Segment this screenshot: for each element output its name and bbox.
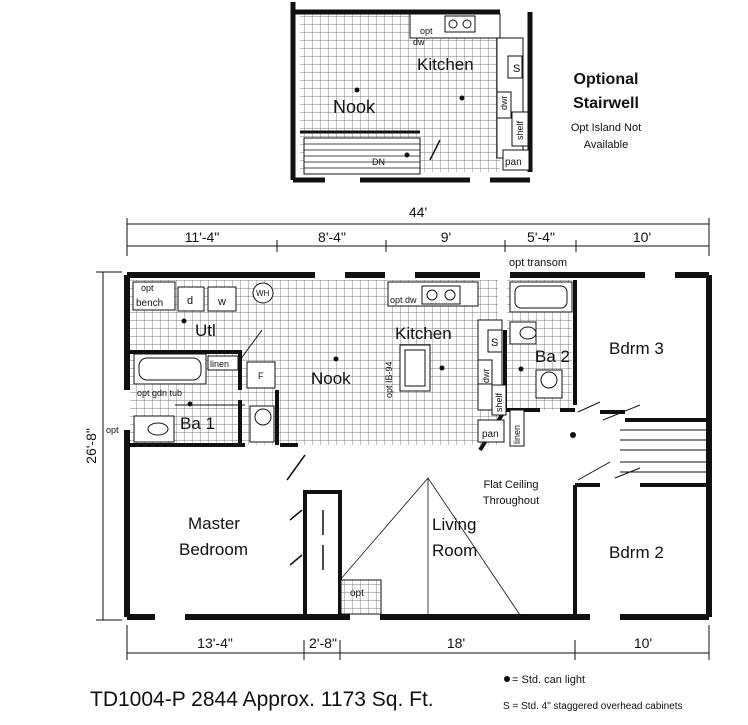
linen2-label: linen [512, 425, 522, 444]
top-dimension-lines [126, 218, 710, 256]
flat-ceiling-line2: Throughout [483, 495, 539, 507]
top-dim-5: 10' [633, 229, 651, 245]
overall-depth-dim: 26'-8" [83, 428, 99, 464]
bottom-dim-1: 13'-4" [197, 635, 233, 651]
legend-cabinets: S = Std. 4" staggered overhead cabinets [503, 701, 683, 712]
cabinet-s-label: S [491, 337, 498, 349]
opt-closet-tile [340, 579, 382, 615]
opt-transom-label: opt transom [509, 257, 567, 269]
dwr-label: dwr [481, 368, 491, 383]
inset-title-line2: Stairwell [573, 95, 639, 112]
bottom-dim-4: 10' [634, 635, 652, 651]
bottom-dim-2: 2'-8" [309, 635, 337, 651]
inset-note-line1: Opt Island Not [571, 122, 641, 134]
bottom-dim-3: 18' [447, 635, 465, 651]
exterior-walls [124, 272, 712, 620]
inset-dwr-label: dwr [499, 95, 509, 110]
overall-width-dim: 44' [409, 204, 427, 220]
room-nook: Nook [311, 369, 351, 388]
room-kitchen: Kitchen [395, 324, 452, 343]
kitchen-fixtures [387, 281, 507, 443]
opt-gdn-tub-label: opt gdn tub [137, 388, 182, 398]
inset-s-label: S [513, 63, 520, 75]
inset-dn-label: DN [372, 157, 385, 167]
nook-kitchen-tile-floor [278, 280, 498, 445]
room-master-line2: Bedroom [179, 540, 248, 559]
opt-closet-label: opt [350, 588, 364, 599]
top-dim-3: 9' [441, 229, 451, 245]
inset-note-line2: Available [584, 139, 628, 151]
opt-bench-label-2: bench [136, 298, 163, 309]
opt-dw-label: opt dw [390, 295, 417, 305]
room-master-line1: Master [188, 514, 240, 533]
pantry-label: pan [482, 429, 499, 440]
room-bdrm3: Bdrm 3 [609, 339, 664, 358]
inset-pan-label: pan [505, 157, 522, 168]
opt-toilet-label: opt [106, 425, 119, 435]
bath1-fixtures [133, 353, 275, 443]
room-ba1: Ba 1 [180, 414, 215, 433]
inset-dw-label: dw [413, 37, 425, 47]
opt-island-label: opt IB-94 [384, 361, 394, 398]
inset-stairs [303, 137, 421, 175]
master-closet-doors [286, 454, 324, 570]
left-dimension-line [96, 271, 122, 621]
top-dim-2: 8'-4" [318, 229, 346, 245]
furnace-label: F [258, 371, 264, 381]
top-dim-1: 11'-4" [185, 229, 220, 245]
inset-kitchen-label: Kitchen [417, 55, 474, 74]
shelf-label: shelf [494, 392, 504, 412]
can-light-icon [504, 676, 510, 682]
living-ceiling-lines [339, 477, 521, 616]
hall-closets [577, 401, 707, 481]
room-utl: Utl [195, 321, 216, 340]
legend-can-light: = Std. can light [512, 674, 585, 686]
inset-shelf-label: shelf [515, 120, 525, 140]
room-living-line1: Living [432, 515, 476, 534]
opt-bench-label-1: opt [141, 283, 154, 293]
washer-label: w [217, 296, 226, 308]
inset-nook-label: Nook [333, 97, 376, 117]
optional-stairwell-inset: opt dw Kitchen Nook S dwr shelf pan DN O… [290, 2, 641, 183]
inset-title-line1: Optional [574, 71, 639, 88]
dryer-label: d [187, 295, 193, 307]
linen-label: linen [210, 359, 229, 369]
room-living-line2: Room [432, 541, 477, 560]
bath2-fixtures [509, 281, 573, 447]
water-heater-label: WH [256, 289, 270, 298]
model-title: TD1004-P 2844 Approx. 1173 Sq. Ft. [90, 688, 434, 711]
room-ba2: Ba 2 [535, 347, 570, 366]
flat-ceiling-line1: Flat Ceiling [483, 479, 538, 491]
utility-fixtures [132, 281, 276, 389]
top-dim-4: 5'-4" [527, 229, 555, 245]
bottom-dimension-lines [126, 625, 710, 660]
inset-opt-label: opt [420, 26, 433, 36]
room-bdrm2: Bdrm 2 [609, 543, 664, 562]
